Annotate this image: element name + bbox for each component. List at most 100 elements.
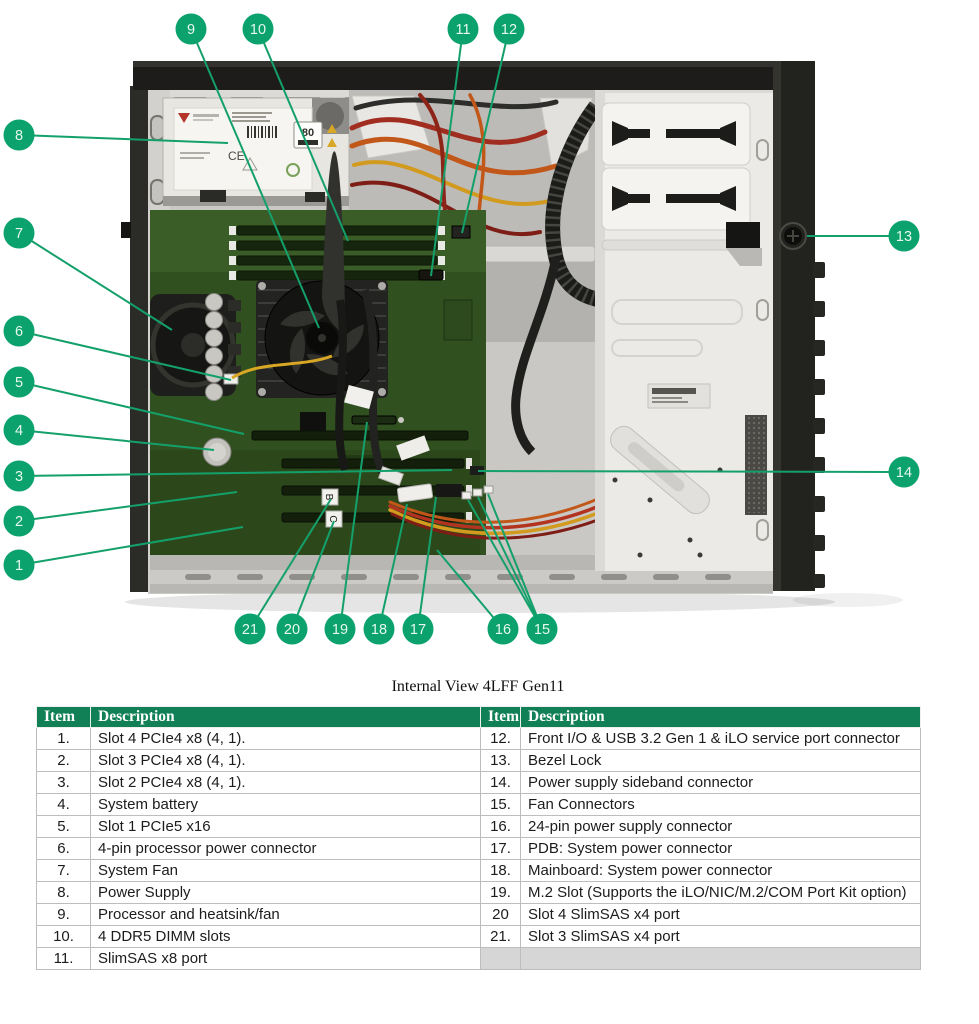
psu-warning-icon: [327, 124, 337, 133]
system-fan: [150, 294, 236, 396]
description-cell: Front I/O & USB 3.2 Gen 1 & iLO service …: [520, 727, 921, 750]
callout-11: 11: [430, 13, 479, 277]
callout-20: 20: [276, 520, 335, 645]
item-cell: 2.: [36, 749, 91, 772]
drive-tray: [601, 167, 751, 231]
callout-3: 3: [3, 460, 453, 492]
table-header-row: Item Description Item Description: [36, 706, 921, 728]
psu-brand-logo: [178, 113, 190, 123]
column-header-item: Item: [36, 706, 91, 728]
svg-text:6: 6: [15, 324, 23, 340]
svg-text:21: 21: [242, 622, 258, 638]
callout-5: 5: [3, 366, 245, 435]
description-cell: PDB: System power connector: [520, 837, 921, 860]
description-cell: Slot 2 PCIe4 x8 (4, 1).: [90, 771, 481, 794]
table-row: 2.Slot 3 PCIe4 x8 (4, 1).13.Bezel Lock: [36, 749, 921, 772]
svg-text:2: 2: [15, 514, 23, 530]
svg-text:12: 12: [501, 22, 517, 38]
cage-label: [647, 383, 711, 409]
motherboard: B C: [150, 151, 656, 560]
callout-6: 6: [3, 315, 232, 381]
psu-warning-icon: [327, 138, 337, 147]
cage-bracket: [610, 425, 710, 515]
description-cell: Fan Connectors: [520, 793, 921, 816]
item-cell: 18.: [480, 859, 521, 882]
callout-16: 16: [436, 549, 519, 645]
column-header-description: Description: [520, 706, 921, 728]
svg-text:80: 80: [302, 127, 314, 139]
svg-text:19: 19: [332, 622, 348, 638]
chassis-left-edge: [121, 86, 150, 592]
m2-slot: [351, 415, 404, 425]
description-cell: Mainboard: System power connector: [520, 859, 921, 882]
description-cell: Slot 4 PCIe4 x8 (4, 1).: [90, 727, 481, 750]
callout-8: 8: [3, 119, 229, 151]
sideband-connector: [470, 466, 484, 475]
callout-4: 4: [3, 414, 215, 451]
svg-text:13: 13: [896, 229, 912, 245]
front-io-connector: [451, 225, 471, 239]
svg-text:14: 14: [896, 465, 912, 481]
item-cell: 11.: [36, 947, 91, 970]
svg-text:B: B: [323, 494, 334, 501]
item-cell: 13.: [480, 749, 521, 772]
item-cell: 5.: [36, 815, 91, 838]
drive-cage: [595, 93, 773, 571]
callout-18: 18: [363, 503, 408, 645]
item-cell: 17.: [480, 837, 521, 860]
svg-text:1: 1: [15, 558, 23, 574]
callout-14: 14: [477, 456, 920, 488]
item-cell: 1.: [36, 727, 91, 750]
item-cell: 6.: [36, 837, 91, 860]
svg-text:15: 15: [534, 622, 550, 638]
cable-label: [344, 384, 374, 410]
item-cell: 3.: [36, 771, 91, 794]
front-bezel: [773, 61, 825, 591]
slimsas-port-tags: B C: [321, 488, 343, 528]
cable-label: [396, 435, 430, 461]
description-cell: M.2 Slot (Supports the iLO/NIC/M.2/COM P…: [520, 881, 921, 904]
callout-13: 13: [807, 220, 920, 252]
svg-text:18: 18: [371, 622, 387, 638]
svg-text:17: 17: [410, 622, 426, 638]
server-internal-figure: 80 CE: [3, 13, 920, 645]
callout-2: 2: [3, 491, 238, 537]
fan-connectors: [461, 485, 494, 500]
drive-tray: [601, 102, 751, 166]
description-cell: Slot 4 SlimSAS x4 port: [520, 903, 921, 926]
description-cell: Slot 3 SlimSAS x4 port: [520, 925, 921, 948]
item-cell: 4.: [36, 793, 91, 816]
spec-table: Item Description Item Description 1.Slot…: [36, 706, 921, 970]
table-row: 11.SlimSAS x8 port: [36, 947, 921, 970]
callout-1: 1: [3, 526, 244, 581]
psu-ce-mark: CE: [228, 149, 245, 163]
description-cell: Power Supply: [90, 881, 481, 904]
svg-text:C: C: [327, 515, 338, 522]
item-cell: 7.: [36, 859, 91, 882]
description-cell: 24-pin power supply connector: [520, 815, 921, 838]
vrm-capacitors: [205, 293, 241, 401]
callout-19: 19: [324, 421, 368, 645]
svg-text:16: 16: [495, 622, 511, 638]
item-cell: 21.: [480, 925, 521, 948]
description-cell: Bezel Lock: [520, 749, 921, 772]
spec-table-body: 1.Slot 4 PCIe4 x8 (4, 1).12.Front I/O & …: [36, 727, 921, 970]
description-cell: Slot 1 PCIe5 x16: [90, 815, 481, 838]
callout-9: 9: [175, 13, 320, 329]
chassis-floor: [150, 555, 773, 593]
vent-mesh: [745, 415, 767, 515]
psu-barcode: [247, 126, 277, 138]
item-cell: 19.: [480, 881, 521, 904]
description-cell: [520, 947, 921, 970]
system-battery: [202, 437, 232, 467]
item-cell: 12.: [480, 727, 521, 750]
callout-15: 15: [467, 493, 558, 645]
svg-text:9: 9: [187, 22, 195, 38]
